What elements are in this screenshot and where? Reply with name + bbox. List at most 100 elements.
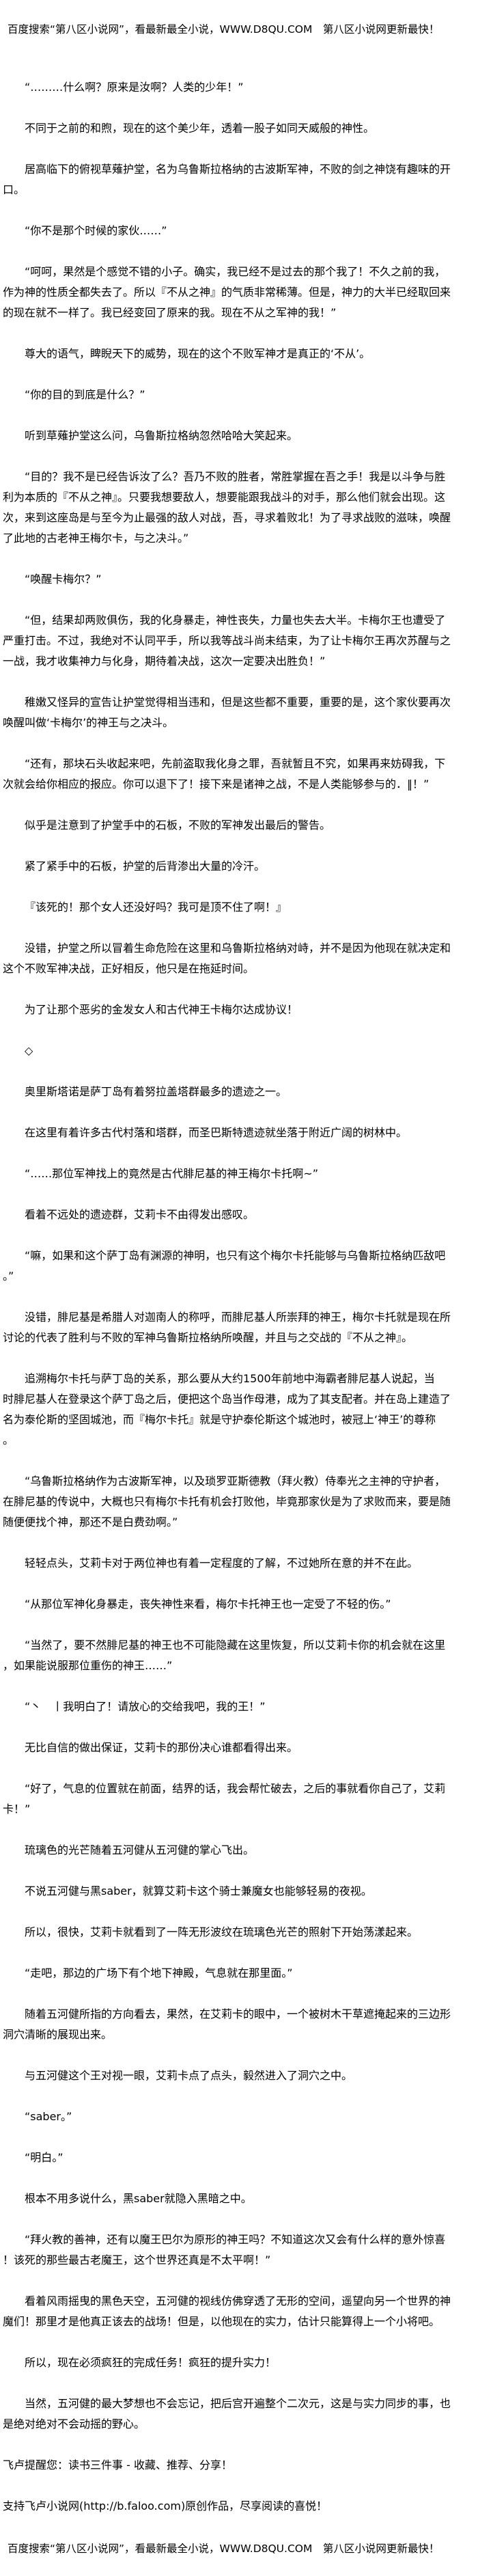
paragraph-line: “从那位军神化身暴走，丧失神性来看，梅尔卡托神王也一定受了不轻的伤。” <box>25 1598 391 1611</box>
paragraph-line: “当然了，要不然腓尼基的神王也不可能隐藏在这里恢复，所以艾莉卡你的机会就在这里 <box>25 1639 446 1652</box>
paragraph-line: 次就会给你相应的报应。你可以退下了！接下来是诸神之战，不是人类能够参与的．‖！” <box>3 778 430 791</box>
paragraph-line: 稚嫩又怪异的宣告让护堂觉得相当违和，但是这些都不重要，重要的是，这个家伙要再次 <box>25 696 451 709</box>
paragraph-line: “………什么啊？原来是汝啊？人类的少年！” <box>25 81 244 94</box>
paragraph: 根本不用多说什么，黑saber就隐入黑暗之中。 <box>3 2189 474 2209</box>
paragraph-line: 随着五河健所指的方向看去，果然，在艾莉卡的眼中，一个被树木干草遮掩起来的三边形 <box>25 2008 451 2020</box>
paragraph-line: ！该死的那些最古老魔王，这个世界还真是不太平啊！” <box>3 2253 271 2266</box>
paragraph: 似乎是注意到了护堂手中的石板，不败的军神发出最后的警告。 <box>3 815 474 836</box>
paragraph-line: 『该死的！那个女人还没好吗？我可是顶不住了啊！』 <box>25 901 287 914</box>
paragraph-line: 严重打击。不过，我绝对不认同平手，所以我等战斗尚未结束，为了让卡梅尔王再次苏醒与… <box>3 634 451 647</box>
chapter-content: “………什么啊？原来是汝啊？人类的少年！” 不同于之前的和煦，现在的这个美少年，透… <box>3 77 474 2537</box>
paragraph: 不说五河健与黑saber，就算艾莉卡这个骑士兼魔女也能够轻易的夜视。 <box>3 1881 474 1902</box>
paragraph: “当然了，要不然腓尼基的神王也不可能隐藏在这里恢复，所以艾莉卡你的机会就在这里 ，… <box>3 1635 474 1676</box>
paragraph-line: “好了，气息的位置就在前面，结界的话，我会帮忙破去，之后的事就看你自己了，艾莉 <box>25 1782 446 1795</box>
paragraph-line: 了此地的古老神王梅尔卡，与之决斗。” <box>3 532 189 545</box>
paragraph-line: 似乎是注意到了护堂手中的石板，不败的军神发出最后的警告。 <box>25 819 331 832</box>
paragraph-line: 所以，现在必须疯狂的完成任务！疯狂的提升实力！ <box>25 2356 277 2369</box>
paragraph: 听到草薙护堂这么问，乌鲁斯拉格纳忽然哈哈大笑起来。 <box>3 426 474 446</box>
paragraph: 支持飞卢小说网(http://b.faloo.com)原创作品，尽享阅读的喜悦！ <box>3 2496 474 2517</box>
paragraph-line: “但，结果却两败俱伤，我的化身暴走，神性丧失，力量也失去大半。卡梅尔王也遭受了 <box>25 614 446 627</box>
paragraph-line: “乌鲁斯拉格纳作为古波斯军神，以及琐罗亚斯德教（拜火教）侍奉光之主神的守护者， <box>25 1475 446 1488</box>
paragraph-line: 没错，护堂之所以冒着生命危险在这里和乌鲁斯拉格纳对峙，并不是因为他现在就决定和 <box>25 942 451 955</box>
paragraph-line: 的现在就不一样了。我已经变回了原来的我。现在不从之军神的我！” <box>3 306 337 319</box>
site-banner-bottom: 百度搜索“第八区小说网”，看最新最全小说，WWW.D8QU.COM 第八区小说网… <box>8 2543 440 2555</box>
paragraph: 没错，护堂之所以冒着生命危险在这里和乌鲁斯拉格纳对峙，并不是因为他现在就决定和这… <box>3 938 474 979</box>
paragraph-line: 在腓尼基的传说中，大概也只有梅尔卡托有机会打败他，毕竟那家伙是为了求败而来，要是… <box>3 1495 451 1508</box>
paragraph-line: 居高临下的俯视草薙护堂，名为乌鲁斯拉格纳的古波斯军神，不败的剑之神饶有趣味的开 <box>25 163 451 176</box>
paragraph-line: 与五河健这个王对视一眼，艾莉卡点了点头，毅然进入了洞穴之中。 <box>25 2069 353 2082</box>
paragraph-line: “你不是那个时候的家伙……” <box>25 224 167 237</box>
paragraph: 居高临下的俯视草薙护堂，名为乌鲁斯拉格纳的古波斯军神，不败的剑之神饶有趣味的开口… <box>3 159 474 200</box>
paragraph: “还有，那块石头收起来吧，先前盗取我化身之罪，吾就暂且不究，如果再来妨碍我，下次… <box>3 754 474 795</box>
paragraph: “目的？我不是已经告诉汝了么？吾乃不败的胜者，常胜掌握在吾之手！我是以斗争与胜利… <box>3 467 474 549</box>
paragraph-line: “拜火教的善神，还有以魔王巴尔为原形的神王吗？不知道这次又会有什么样的意外惊喜 <box>25 2233 446 2246</box>
paragraph: “拜火教的善神，还有以魔王巴尔为原形的神王吗？不知道这次又会有什么样的意外惊喜 ！… <box>3 2230 474 2271</box>
paragraph: “但，结果却两败俱伤，我的化身暴走，神性丧失，力量也失去大半。卡梅尔王也遭受了严… <box>3 610 474 672</box>
paragraph: 稚嫩又怪异的宣告让护堂觉得相当违和，但是这些都不重要，重要的是，这个家伙要再次唤… <box>3 692 474 733</box>
paragraph: 琉璃色的光芒随着五河健从五河健的掌心飞出。 <box>3 1840 474 1861</box>
paragraph-line: 琉璃色的光芒随着五河健从五河健的掌心飞出。 <box>25 1844 255 1856</box>
paragraph-line: 时腓尼基人在登录这个萨丁岛之后，便把这个岛当作母港，成为了其支配者。并在岛上建造… <box>3 1393 451 1406</box>
paragraph: 不同于之前的和煦，现在的这个美少年，透着一股子如同天威般的神性。 <box>3 118 474 139</box>
paragraph-line: 这个不败军神决战，正好相反，他只是在拖延时间。 <box>3 962 255 975</box>
paragraph-line: “明白。” <box>25 2151 64 2164</box>
paragraph-line: “呵呵，果然是个感觉不错的小子。确实，我已经不是过去的那个我了！不久之前的我， <box>25 265 446 278</box>
paragraph: ◇ <box>3 1041 474 1061</box>
paragraph-line: ◇ <box>25 1044 33 1057</box>
paragraph-line: ，如果能说服那位重伤的神王……” <box>3 1659 173 1672</box>
paragraph-line: 卡！” <box>3 1803 31 1815</box>
paragraph-line: “你的目的到底是什么？” <box>25 388 145 401</box>
paragraph-line: 尊大的语气，睥睨天下的威势，现在的这个不败军神才是真正的‘不从’。 <box>25 347 371 360</box>
paragraph-line: 奥里斯塔诺是萨丁岛有着努拉盖塔群最多的遗迹之一。 <box>25 1085 287 1098</box>
paragraph: “你的目的到底是什么？” <box>3 385 474 405</box>
paragraph-line: “目的？我不是已经告诉汝了么？吾乃不败的胜者，常胜掌握在吾之手！我是以斗争与胜 <box>25 470 446 483</box>
paragraph: 尊大的语气，睥睨天下的威势，现在的这个不败军神才是真正的‘不从’。 <box>3 344 474 364</box>
paragraph: 紧了紧手中的石板，护堂的后背渗出大量的冷汗。 <box>3 856 474 877</box>
paragraph: 没错，腓尼基是希腊人对迦南人的称呼，而腓尼基人所崇拜的神王，梅尔卡托就是现在所讨… <box>3 1307 474 1348</box>
paragraph: “……那位军神找上的竟然是古代腓尼基的神王梅尔卡托啊~” <box>3 1164 474 1184</box>
paragraph-line: 讨论的代表了胜利与不败的军神乌鲁斯拉格纳所唤醒，并且与之交战的『不从之神』。 <box>3 1331 413 1344</box>
paragraph: 为了让那个恶劣的金发女人和古代神王卡梅尔达成协议！ <box>3 1000 474 1020</box>
paragraph: “嘛，如果和这个萨丁岛有渊源的神明，也只有这个梅尔卡托能够与乌鲁斯拉格纳匹敌吧。… <box>3 1246 474 1287</box>
paragraph-line: “丶 丨我明白了！请放心的交给我吧，我的王！” <box>25 1700 266 1713</box>
paragraph-line: 支持飞卢小说网(http://b.faloo.com)原创作品，尽享阅读的喜悦！ <box>3 2499 328 2512</box>
paragraph: “呵呵，果然是个感觉不错的小子。确实，我已经不是过去的那个我了！不久之前的我， 作… <box>3 262 474 323</box>
paragraph: “乌鲁斯拉格纳作为古波斯军神，以及琐罗亚斯德教（拜火教）侍奉光之主神的守护者， 在… <box>3 1471 474 1533</box>
paragraph: 在这里有着许多古代村落和塔群，而圣巴斯特遗迹就坐落于附近广阔的树林中。 <box>3 1123 474 1143</box>
paragraph-line: 作为神的性质全都失去了。所以『不从之神』的气质非常稀薄。但是，神力的大半已经取回… <box>3 286 451 299</box>
paragraph: “………什么啊？原来是汝啊？人类的少年！” <box>3 77 474 98</box>
paragraph: “从那位军神化身暴走，丧失神性来看，梅尔卡托神王也一定受了不轻的伤。” <box>3 1594 474 1615</box>
paragraph: 所以，现在必须疯狂的完成任务！疯狂的提升实力！ <box>3 2353 474 2373</box>
paragraph: 奥里斯塔诺是萨丁岛有着努拉盖塔群最多的遗迹之一。 <box>3 1082 474 1102</box>
paragraph-line: 。 <box>3 1434 14 1447</box>
paragraph: 当然，五河健的最大梦想也不会忘记，把后宫开遍整个二次元，这是与实力同步的事，也是… <box>3 2394 474 2435</box>
paragraph-line: “saber。” <box>25 2110 72 2123</box>
paragraph-line: 当然，五河健的最大梦想也不会忘记，把后宫开遍整个二次元，这是与实力同步的事，也 <box>25 2397 451 2410</box>
paragraph-line: 紧了紧手中的石板，护堂的后背渗出大量的冷汗。 <box>25 860 266 873</box>
paragraph: 追溯梅尔卡托与萨丁岛的关系，那么要从大约1500年前地中海霸者腓尼基人说起，当时… <box>3 1369 474 1451</box>
paragraph: 『该死的！那个女人还没好吗？我可是顶不住了啊！』 <box>3 897 474 918</box>
paragraph-line: 根本不用多说什么，黑saber就隐入黑暗之中。 <box>25 2192 252 2205</box>
paragraph: 轻轻点头，艾莉卡对于两位神也有着一定程度的了解，不过她所在意的并不在此。 <box>3 1553 474 1574</box>
paragraph: “saber。” <box>3 2107 474 2127</box>
paragraph: “好了，气息的位置就在前面，结界的话，我会帮忙破去，之后的事就看你自己了，艾莉卡… <box>3 1779 474 1820</box>
paragraph-line: 听到草薙护堂这么问，乌鲁斯拉格纳忽然哈哈大笑起来。 <box>25 429 298 442</box>
paragraph-line: 名为泰伦斯的坚固城池，而『梅尔卡托』就是守护泰伦斯这个城池时，被冠上‘神王’的尊… <box>3 1413 436 1426</box>
paragraph: “走吧，那边的广场下有个地下神殿，气息就在那里面。” <box>3 1963 474 1984</box>
paragraph: “明白。” <box>3 2148 474 2168</box>
paragraph: “丶 丨我明白了！请放心的交给我吧，我的王！” <box>3 1697 474 1717</box>
paragraph-line: 次，来到这座岛是与至今为止最强的敌人对战，吾，寻求着败北！为了寻求战败的滋味，唤… <box>3 511 451 524</box>
paragraph-line: 是绝对绝对不会动摇的野心。 <box>3 2417 145 2430</box>
paragraph: 所以，很快，艾莉卡就看到了一阵无形波纹在琉璃色光芒的照射下开始荡漾起来。 <box>3 1922 474 1943</box>
paragraph-line: “……那位军神找上的竟然是古代腓尼基的神王梅尔卡托啊~” <box>25 1167 318 1180</box>
paragraph-line: 所以，很快，艾莉卡就看到了一阵无形波纹在琉璃色光芒的照射下开始荡漾起来。 <box>25 1926 419 1938</box>
paragraph: “唤醒卡梅尔？” <box>3 569 474 590</box>
paragraph-line: “唤醒卡梅尔？” <box>25 573 102 586</box>
paragraph-line: 。” <box>3 1270 14 1283</box>
paragraph: 飞卢提醒您：读书三件事 - 收藏、推荐、分享！ <box>3 2455 474 2476</box>
paragraph-line: 无比自信的做出保证，艾莉卡的那份决心谁都看得出来。 <box>25 1741 298 1754</box>
paragraph-line: 唤醒叫做‘卡梅尔’的神王与之决斗。 <box>3 716 174 729</box>
paragraph-line: 魔们！那里才是他真正该去的战场！但是，以他现在的实力，估计只能算得上一个小将吧。 <box>3 2315 440 2328</box>
paragraph-line: 不同于之前的和煦，现在的这个美少年，透着一股子如同天威般的神性。 <box>25 122 375 135</box>
paragraph-line: 不说五河健与黑saber，就算艾莉卡这个骑士兼魔女也能够轻易的夜视。 <box>25 1885 372 1897</box>
